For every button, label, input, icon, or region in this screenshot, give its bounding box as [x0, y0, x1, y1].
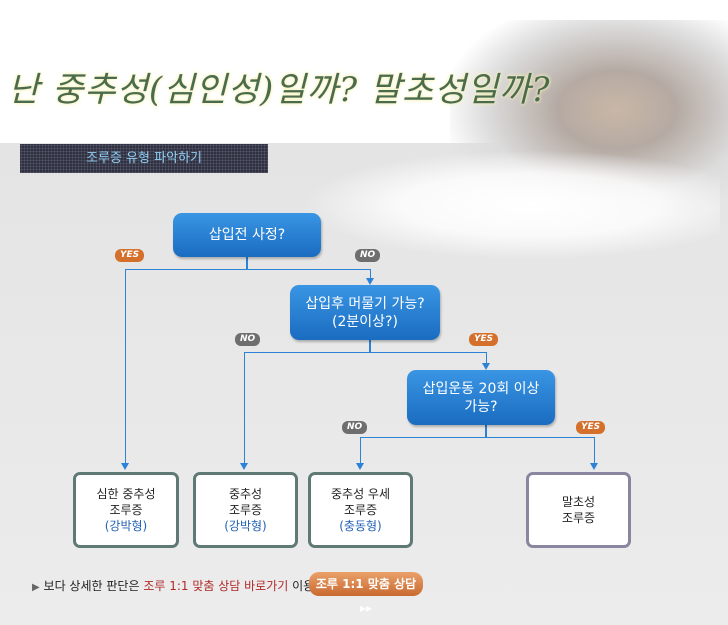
- connector: [246, 257, 248, 270]
- result-type: (강박형): [104, 519, 148, 533]
- connector: [369, 340, 371, 352]
- connector: [594, 437, 595, 464]
- decision-text: 삽입운동 20회 이상: [422, 380, 540, 397]
- connector: [244, 352, 245, 464]
- arrow-down-icon: [590, 463, 598, 470]
- result-type: (충동형): [339, 519, 382, 533]
- arrow-down-icon: [482, 363, 490, 370]
- connector: [370, 269, 371, 279]
- page-title: 난 중추성(심인성)일까? 말초성일까?: [8, 70, 551, 110]
- result-type: (강박형): [224, 519, 267, 533]
- result-text: 심한 중추성: [96, 487, 156, 501]
- triangle-bullet-icon: ▶: [32, 582, 40, 593]
- connector: [485, 425, 487, 437]
- decision-premature-ejaculation: 삽입전 사정?: [173, 213, 321, 257]
- arrow-down-icon: [366, 278, 374, 285]
- no-label: NO: [342, 421, 368, 434]
- result-text: 중추성: [228, 487, 263, 501]
- connector: [125, 269, 371, 270]
- decision-text: 삽입전 사정?: [208, 227, 286, 243]
- cloud-decoration: [300, 150, 720, 260]
- connector: [360, 437, 361, 464]
- result-text: 말초성: [561, 495, 596, 509]
- no-label: NO: [235, 333, 261, 346]
- result-text: 조루증: [228, 503, 263, 517]
- result-text: 중추성 우세: [330, 487, 390, 501]
- decision-stay-duration: 삽입후 머물기 가능?(2분이상?): [290, 285, 440, 340]
- footer-prefix: 보다 상세한 판단은: [43, 579, 140, 593]
- consult-link[interactable]: 조루 1:1 맞춤 상담 바로가기: [143, 579, 289, 593]
- connector: [486, 352, 487, 364]
- result-text: 조루증: [343, 503, 378, 517]
- consult-button[interactable]: 조루 1:1 맞춤 상담 ▸▸: [309, 572, 423, 615]
- decision-text: 가능?: [464, 398, 498, 415]
- yes-label: YES: [469, 333, 499, 346]
- connector: [244, 352, 487, 353]
- yes-label: YES: [576, 421, 606, 434]
- no-label: NO: [355, 249, 381, 262]
- section-header: 조루증 유형 파악하기: [20, 144, 268, 173]
- connector: [125, 269, 126, 464]
- arrow-down-icon: [356, 463, 364, 470]
- yes-label: YES: [115, 249, 145, 262]
- result-text: 조루증: [561, 511, 596, 525]
- result-text: 조루증: [109, 503, 143, 517]
- decision-text: 삽입후 머물기 가능?: [305, 295, 425, 312]
- arrow-down-icon: [121, 463, 129, 470]
- footer-text: ▶ 보다 상세한 판단은 조루 1:1 맞춤 상담 바로가기 이용: [32, 577, 314, 594]
- decision-text: (2분이상?): [332, 313, 398, 330]
- arrow-down-icon: [240, 463, 248, 470]
- connector: [360, 437, 595, 438]
- footer-suffix: 이용: [292, 579, 315, 593]
